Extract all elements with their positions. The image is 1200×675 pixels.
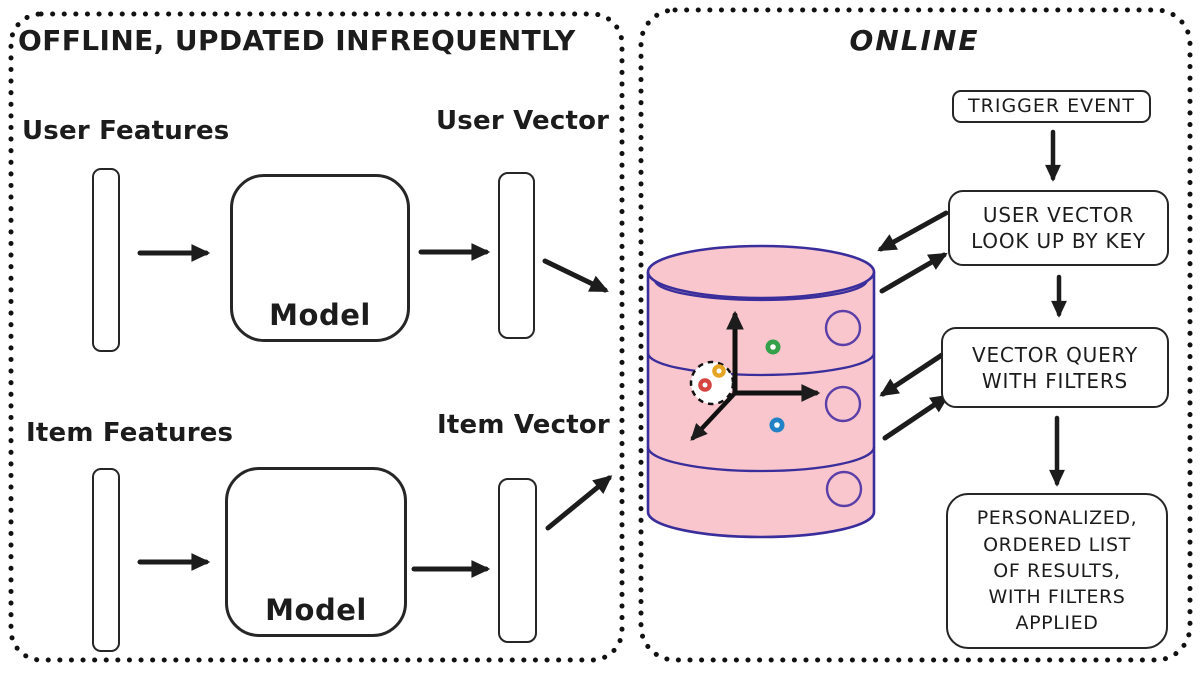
user-features-bar xyxy=(92,168,120,352)
vector-database-icon xyxy=(646,244,876,539)
personalized-results-box: PERSONALIZED, ORDERED LIST OF RESULTS, W… xyxy=(946,493,1168,649)
orange-vector-dot xyxy=(712,364,726,378)
user-model-box: Model xyxy=(230,174,410,342)
shard-circle xyxy=(825,470,863,508)
user-vector-label: User Vector xyxy=(436,106,610,136)
shard-circle xyxy=(824,385,862,423)
arrow-user-vector-to-db xyxy=(542,258,609,293)
online-panel-title: ONLINE xyxy=(849,24,980,57)
arrow-db-to-query xyxy=(882,394,950,441)
offline-panel-title: OFFLINE, UPDATED INFREQUENTLY xyxy=(18,24,576,57)
item-vector-label: Item Vector xyxy=(437,410,610,440)
cylinder-band xyxy=(646,446,876,473)
vector-query-box: VECTOR QUERY WITH FILTERS xyxy=(941,327,1169,408)
dashed-cluster-circle xyxy=(689,360,735,406)
blue-vector-dot xyxy=(769,417,785,433)
vector-space-axes xyxy=(690,310,821,441)
item-features-bar xyxy=(92,468,120,652)
arrow-lookup-to-db xyxy=(877,210,949,252)
user-features-label: User Features xyxy=(22,116,230,146)
arrow-item-vector-to-db xyxy=(545,475,613,531)
user-vector-lookup-box: USER VECTOR LOOK UP BY KEY xyxy=(948,190,1169,266)
item-vector-bar xyxy=(498,478,537,643)
cylinder-top-rim xyxy=(646,244,876,300)
user-vector-bar xyxy=(498,172,535,339)
green-vector-dot xyxy=(765,339,781,355)
arrow-db-to-lookup xyxy=(879,252,948,294)
trigger-event-box: TRIGGER EVENT xyxy=(952,90,1151,123)
item-model-box: Model xyxy=(225,467,407,637)
cylinder-band xyxy=(646,352,876,377)
model-label: Model xyxy=(269,298,371,332)
red-vector-dot xyxy=(698,378,712,392)
offline-panel-border xyxy=(8,11,625,663)
online-panel-border xyxy=(638,7,1193,663)
model-label: Model xyxy=(265,593,367,627)
arrow-query-to-db xyxy=(879,348,951,397)
item-features-label: Item Features xyxy=(26,418,234,448)
shard-circle xyxy=(824,309,862,347)
